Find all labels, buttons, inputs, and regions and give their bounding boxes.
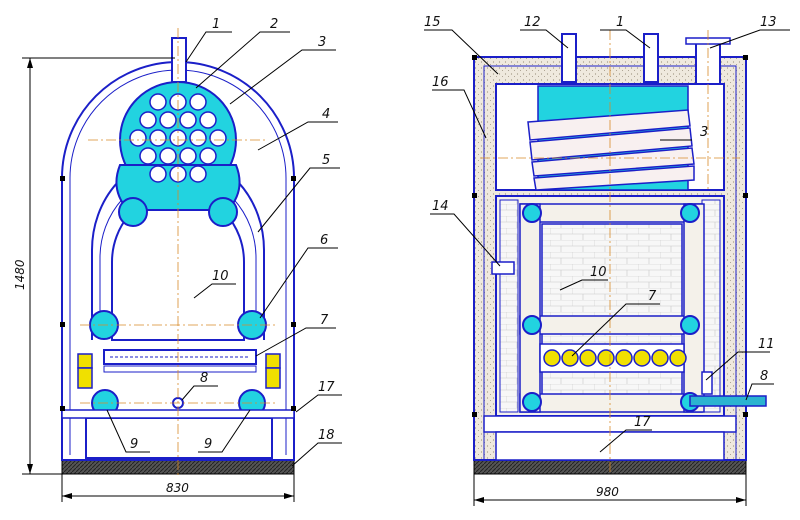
front-callout-17: 17: [318, 380, 335, 395]
front-callout-5: 5: [322, 153, 330, 168]
side-callout-3: 3: [700, 125, 708, 140]
side-callout-16: 16: [432, 75, 449, 90]
front-callout-3: 3: [318, 35, 326, 50]
front-callout-9-left: 9: [130, 437, 138, 452]
front-callout-10: 10: [212, 269, 229, 284]
side-callouts: 15 12 1 13 16 3 14 10 7 11 8 17 980: [424, 15, 777, 499]
front-view: [22, 28, 342, 502]
side-view: [424, 29, 790, 506]
side-callout-1: 1: [616, 15, 624, 30]
front-callout-7: 7: [320, 313, 329, 328]
side-callout-7: 7: [648, 289, 657, 304]
side-callout-11: 11: [758, 337, 775, 352]
side-callout-17: 17: [634, 415, 651, 430]
front-callout-8: 8: [200, 371, 208, 386]
side-tube-bundle: [527, 109, 695, 191]
front-callouts: 1 2 3 4 5 6 7 8 9 9 10 17 18 830 1480: [13, 17, 335, 495]
side-callout-14: 14: [432, 199, 449, 214]
front-height-dimension: 1480: [13, 259, 27, 290]
front-callout-9-right: 9: [204, 437, 212, 452]
side-callout-15: 15: [424, 15, 441, 30]
front-width-dimension: 830: [166, 481, 189, 495]
side-width-dimension: 980: [596, 485, 619, 499]
front-callout-1: 1: [212, 17, 220, 32]
side-callout-10: 10: [590, 265, 607, 280]
drum-tubes: [129, 93, 227, 183]
side-callout-8: 8: [760, 369, 768, 384]
side-callout-12: 12: [524, 15, 541, 30]
front-callout-6: 6: [320, 233, 328, 248]
side-callout-13: 13: [760, 15, 777, 30]
front-callout-2: 2: [270, 17, 278, 32]
front-callout-4: 4: [322, 107, 330, 122]
front-fittings: [77, 353, 281, 389]
front-callout-18: 18: [318, 428, 335, 443]
